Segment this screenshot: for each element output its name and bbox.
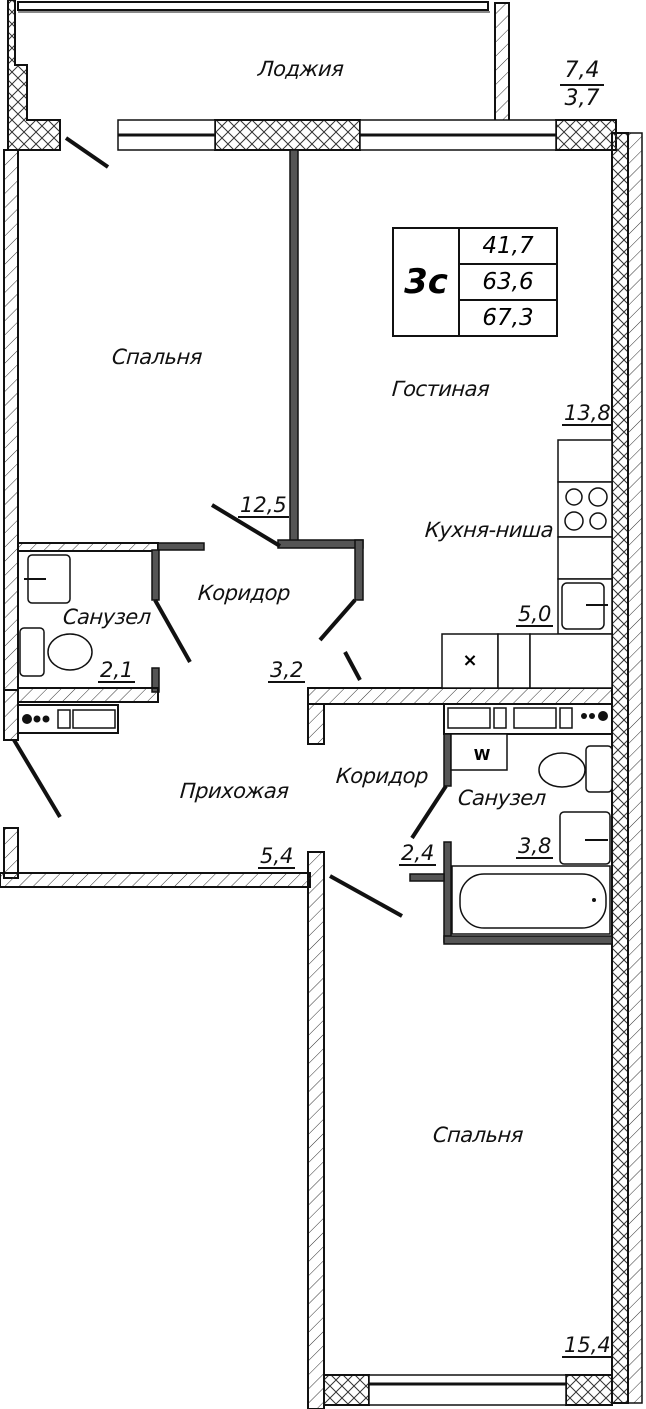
toilet-icon-right (538, 745, 613, 793)
apartment-code: 3с (394, 229, 460, 335)
room-area-corridor-right: 2,4 (399, 841, 437, 866)
loggia-railing (17, 1, 490, 13)
kitchen-sink-icon (561, 582, 608, 630)
room-name-bedroom-bottom: Спальня (432, 1123, 524, 1147)
total-area: 63,6 (460, 265, 556, 301)
living-room-door-leaf[interactable] (343, 651, 362, 681)
room-name-living-room: Гостиная (391, 377, 491, 401)
ventilation-mark: × (462, 650, 477, 671)
room-name-bathroom-right: Санузел (457, 786, 547, 810)
bedroom-bottom-left-wall (307, 851, 325, 1409)
room-name-hallway: Прихожая (179, 779, 290, 803)
bathroom-left-wall-top (17, 542, 159, 552)
bedroom-bottom-door[interactable] (329, 874, 403, 918)
window-bedroom-bottom (368, 1374, 567, 1406)
toilet-icon (19, 627, 93, 677)
stove-icon (564, 487, 608, 531)
window-loggia-left (117, 119, 216, 151)
room-name-bathroom-left: Санузел (62, 605, 152, 629)
bathroom-right-door[interactable] (410, 784, 448, 840)
wall-segment (214, 119, 361, 151)
room-name-bedroom-top: Спальня (111, 345, 203, 369)
room-area-bathroom-right: 3,8 (516, 834, 554, 859)
bathtub-icon (451, 865, 611, 935)
bathroom-left-door[interactable] (153, 599, 192, 663)
wall-segment (3, 827, 19, 879)
room-area-corridor-top: 3,2 (268, 658, 306, 683)
room-name-corridor-top: Коридор (197, 581, 291, 605)
room-area-bedroom-bottom: 15,4 (562, 1333, 613, 1358)
exterior-wall-right (611, 132, 629, 1404)
hallway-bottom-wall (0, 872, 311, 888)
loggia-left-wall (7, 0, 61, 151)
wall-segment (307, 703, 325, 745)
wall-segment (157, 542, 205, 551)
washing-machine (450, 733, 508, 771)
entry-door[interactable] (12, 738, 62, 819)
room-area-kitchen: 5,0 (516, 602, 554, 627)
room-area-bedroom-top: 12,5 (238, 493, 289, 518)
bedroom-top-door[interactable] (210, 503, 282, 548)
bathroom-left-wall-bottom (17, 687, 159, 703)
sink-icon-right (559, 811, 611, 865)
loggia-right-wall (494, 2, 510, 134)
apartment-summary: 3с 41,7 63,6 67,3 (392, 227, 558, 337)
room-area-bathroom-left: 2,1 (98, 658, 136, 683)
room-name-kitchen: Кухня-ниша (424, 518, 555, 542)
room-area-hallway: 5,4 (258, 844, 296, 869)
living-area: 41,7 (460, 229, 556, 265)
bathroom-right-wall-side (443, 841, 452, 943)
loggia-area-full: 7,4 (560, 58, 604, 86)
loggia-area: 7,4 3,7 (560, 58, 604, 112)
partition-corridor (277, 539, 364, 549)
bathroom-right-wall-bottom (443, 935, 613, 945)
washing-machine-label: W (473, 746, 491, 764)
total-area-with-loggia: 67,3 (482, 305, 534, 331)
window-loggia-right (359, 119, 557, 151)
kitchen-bottom-wall (307, 687, 613, 705)
room-name-corridor-right: Коридор (335, 764, 429, 788)
partition-corridor (354, 539, 364, 601)
exterior-insulation-right (627, 132, 643, 1404)
bathroom-right-wall-side (443, 733, 452, 787)
wall-segment (565, 1374, 613, 1406)
wall-segment (323, 1374, 370, 1406)
exterior-wall-left (3, 149, 19, 691)
room-name-loggia: Лоджия (257, 57, 345, 81)
partition-bedroom-living (289, 149, 299, 546)
wall-segment (3, 689, 19, 741)
wall-segment (555, 119, 617, 151)
room-area-living-room: 13,8 (562, 401, 613, 426)
loggia-door[interactable] (64, 136, 110, 169)
living-room-door[interactable] (318, 598, 357, 642)
bathroom-left-wall-side (151, 549, 160, 601)
loggia-area-reduced: 3,7 (564, 86, 600, 111)
wall-segment (409, 873, 445, 882)
